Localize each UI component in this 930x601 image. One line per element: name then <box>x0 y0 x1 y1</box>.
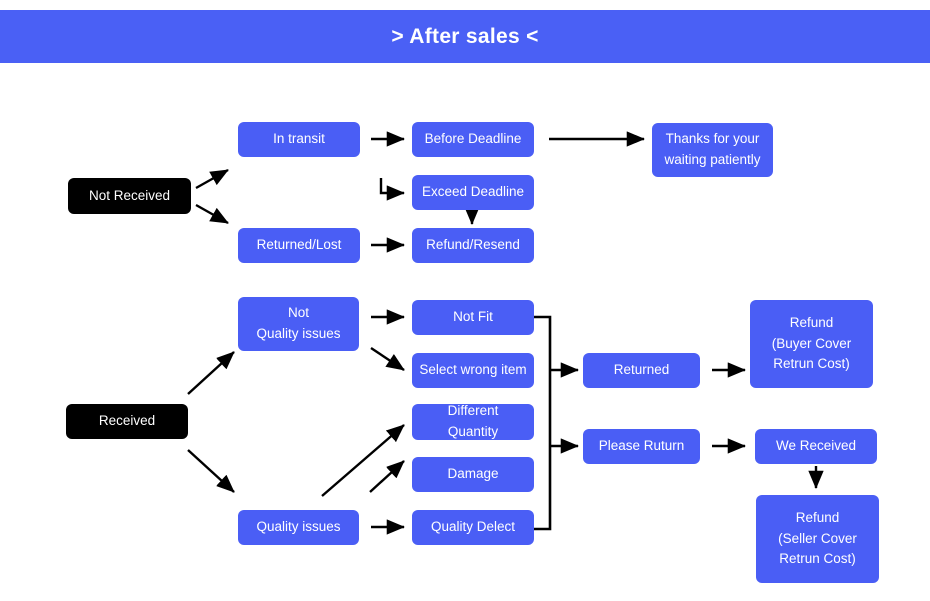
node-before-deadline[interactable]: Before Deadline <box>412 122 534 157</box>
node-not-fit[interactable]: Not Fit <box>412 300 534 335</box>
node-refund-seller-line1: Refund <box>795 509 840 525</box>
node-thanks-line2: waiting patiently <box>664 152 761 167</box>
node-please-ruturn[interactable]: Please Ruturn <box>583 429 700 464</box>
node-we-received-label: We Received <box>775 438 857 454</box>
node-returned-label: Returned <box>613 362 670 378</box>
node-refund-resend[interactable]: Refund/Resend <box>412 228 534 263</box>
node-refund-seller-line2: (Seller Cover <box>778 530 857 546</box>
node-damage-label: Damage <box>447 466 499 482</box>
node-quality-delect[interactable]: Quality Delect <box>412 510 534 545</box>
edge-in-transit-to-exceed-deadline <box>379 178 405 201</box>
page-title: > After sales < <box>391 24 539 48</box>
node-in-transit-label: In transit <box>273 131 325 147</box>
node-not-received[interactable]: Not Received <box>68 178 191 214</box>
edge-not-received-to-returned-lost <box>195 203 229 225</box>
page-header-banner: > After sales < <box>0 10 930 63</box>
node-not-quality-issues-line2: Quality issues <box>256 326 341 341</box>
node-returned-lost[interactable]: Returned/Lost <box>238 228 360 263</box>
node-damage[interactable]: Damage <box>412 457 534 492</box>
node-in-transit[interactable]: In transit <box>238 122 360 157</box>
node-received-label: Received <box>98 413 156 429</box>
node-refund-buyer-line2: (Buyer Cover <box>771 335 852 351</box>
edge-quality-issues-to-damage <box>369 460 405 493</box>
node-quality-issues-label: Quality issues <box>256 519 341 535</box>
node-returned[interactable]: Returned <box>583 353 700 388</box>
node-different-quantity[interactable]: Different Quantity <box>412 403 534 440</box>
edge-not-quality-issues-to-select-wrong-item <box>370 347 405 371</box>
node-please-ruturn-label: Please Ruturn <box>598 438 685 454</box>
node-refund-resend-label: Refund/Resend <box>426 237 520 253</box>
node-not-quality-issues[interactable]: Not Quality issues <box>238 297 359 351</box>
node-exceed-deadline-label: Exceed Deadline <box>421 184 525 200</box>
node-quality-delect-label: Quality Delect <box>430 519 516 535</box>
node-exceed-deadline[interactable]: Exceed Deadline <box>412 175 534 210</box>
edge-received-to-not-quality-issues <box>187 351 235 395</box>
node-select-wrong-item[interactable]: Select wrong item <box>412 353 534 388</box>
node-before-deadline-label: Before Deadline <box>424 131 522 147</box>
node-thanks-line1: Thanks for your <box>665 131 760 147</box>
node-refund-seller-cover[interactable]: Refund (Seller Cover Retrun Cost) <box>756 495 879 583</box>
node-select-wrong-item-label: Select wrong item <box>419 362 527 378</box>
node-different-quantity-line2: Quantity <box>447 424 499 439</box>
edge-received-to-quality-issues <box>187 449 235 493</box>
node-refund-buyer-line3: Retrun Cost) <box>773 356 850 372</box>
node-received[interactable]: Received <box>66 404 188 439</box>
edge-quality-issues-to-different-quantity <box>321 424 405 497</box>
edge-bracket-reasons <box>534 315 552 531</box>
node-we-received[interactable]: We Received <box>755 429 877 464</box>
node-not-quality-issues-line1: Not <box>287 305 309 321</box>
node-not-received-label: Not Received <box>88 187 171 203</box>
node-returned-lost-label: Returned/Lost <box>256 237 342 253</box>
node-refund-seller-line3: Retrun Cost) <box>779 551 856 567</box>
node-refund-buyer-line1: Refund <box>789 314 834 330</box>
node-refund-buyer-cover[interactable]: Refund (Buyer Cover Retrun Cost) <box>750 300 873 388</box>
node-not-fit-label: Not Fit <box>453 309 493 325</box>
node-quality-issues[interactable]: Quality issues <box>238 510 359 545</box>
node-thanks-for-waiting[interactable]: Thanks for your waiting patiently <box>652 123 773 177</box>
edge-not-received-to-in-transit <box>195 168 229 190</box>
node-different-quantity-line1: Different <box>447 403 499 419</box>
